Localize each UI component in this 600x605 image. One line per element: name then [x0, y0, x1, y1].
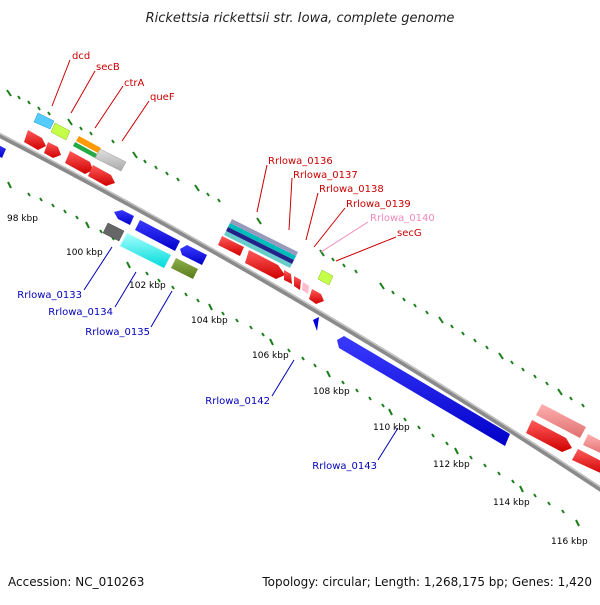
gene-Rrlowa_0136[interactable] — [230, 219, 298, 256]
gene-secB[interactable] — [50, 122, 71, 141]
genome-backbone — [0, 132, 600, 492]
gene-arrow-red-7 — [526, 420, 572, 452]
gene-blue-1 — [114, 210, 134, 225]
label-secB[interactable]: secB — [96, 62, 120, 73]
map-title: Rickettsia rickettsii str. Iowa, complet… — [146, 11, 455, 26]
scale-label-98: 98 kbp — [7, 214, 38, 224]
scale-label-110: 110 kbp — [373, 423, 410, 433]
scale-label-102: 102 kbp — [129, 281, 166, 291]
gene-blue-3 — [180, 245, 207, 265]
genome-backbone-highlight — [0, 132, 600, 488]
gene-arrow-red-4 — [88, 165, 115, 186]
gene-arrow-red-1 — [24, 130, 46, 150]
scale-labels: 98 kbp 100 kbp 102 kbp 104 kbp 106 kbp 1… — [7, 214, 588, 547]
gene-ctrA[interactable] — [76, 136, 101, 153]
gene-arrow-red-3 — [65, 151, 93, 174]
genome-summary-text: Topology: circular; Length: 1,268,175 bp… — [261, 575, 592, 589]
gene-Rrlowa_0136-stripe-4 — [224, 231, 292, 268]
gene-blue-edge — [0, 145, 6, 158]
label-ctrA[interactable]: ctrA — [124, 78, 145, 89]
gene-dcd[interactable] — [33, 112, 55, 130]
gene-Rrlowa_0140[interactable] — [302, 282, 309, 294]
gene-Rrlowa_0135[interactable] — [171, 258, 198, 279]
label-Rrlowa_0140[interactable]: Rrlowa_0140 — [370, 213, 435, 224]
label-dcd[interactable]: dcd — [72, 51, 90, 62]
bottom-gene-labels: Rrlowa_0133 Rrlowa_0134 Rrlowa_0135 Rrlo… — [17, 290, 377, 472]
label-Rrlowa_0136[interactable]: Rrlowa_0136 — [268, 156, 333, 167]
reverse-strand-genes — [0, 145, 510, 446]
gene-Rrlowa_0137[interactable] — [284, 270, 292, 284]
forward-strand-genes — [24, 112, 600, 473]
label-Rrlowa_0134[interactable]: Rrlowa_0134 — [48, 307, 113, 318]
accession-text: Accession: NC_010263 — [8, 575, 144, 589]
gene-arrow-red-8 — [572, 449, 600, 473]
scale-label-116: 116 kbp — [551, 537, 588, 547]
gene-Rrlowa_0142[interactable] — [313, 317, 319, 331]
gene-arrow-red-6 — [245, 250, 285, 279]
gene-Rrlowa_0143[interactable] — [337, 336, 510, 446]
inner-tick-ring — [7, 181, 580, 527]
label-Rrlowa_0143[interactable]: Rrlowa_0143 — [312, 461, 377, 472]
gene-blue-2 — [135, 220, 180, 251]
gene-arrow-red-2 — [44, 142, 61, 158]
gene-queF[interactable] — [94, 148, 127, 172]
gene-secG[interactable] — [317, 269, 334, 286]
label-Rrlowa_0138[interactable]: Rrlowa_0138 — [319, 184, 384, 195]
label-queF[interactable]: queF — [150, 92, 175, 103]
gene-ctrA-stack — [73, 142, 97, 158]
gene-Rrlowa_0138[interactable] — [294, 276, 301, 290]
top-leader-lines — [51, 59, 397, 262]
gene-Rrlowa_0133[interactable] — [102, 222, 125, 242]
scale-label-114: 114 kbp — [493, 498, 530, 508]
bottom-leader-lines — [83, 246, 399, 461]
scale-label-108: 108 kbp — [313, 387, 350, 397]
scale-label-104: 104 kbp — [191, 316, 228, 326]
gene-Rrlowa_0136-stripe-2 — [228, 223, 296, 260]
label-secG[interactable]: secG — [397, 228, 422, 239]
gene-Rrlowa_0139[interactable] — [309, 289, 324, 304]
label-Rrlowa_0133[interactable]: Rrlowa_0133 — [17, 290, 82, 301]
label-Rrlowa_0139[interactable]: Rrlowa_0139 — [346, 199, 411, 210]
scale-label-106: 106 kbp — [252, 351, 289, 361]
label-Rrlowa_0137[interactable]: Rrlowa_0137 — [293, 170, 358, 181]
scale-label-100: 100 kbp — [66, 248, 103, 258]
gene-pink-2 — [583, 434, 600, 453]
label-Rrlowa_0135[interactable]: Rrlowa_0135 — [85, 327, 150, 338]
gene-arrow-red-5 — [218, 236, 244, 256]
gene-Rrlowa_0134[interactable] — [120, 233, 171, 268]
top-gene-labels: dcd secB ctrA queF Rrlowa_0136 Rrlowa_01… — [72, 51, 435, 239]
label-Rrlowa_0142[interactable]: Rrlowa_0142 — [205, 396, 270, 407]
gene-Rrlowa_0136-stripe-3 — [226, 227, 294, 264]
outer-tick-ring — [6, 89, 585, 408]
gene-pink-1 — [536, 404, 586, 438]
scale-label-112: 112 kbp — [433, 460, 470, 470]
